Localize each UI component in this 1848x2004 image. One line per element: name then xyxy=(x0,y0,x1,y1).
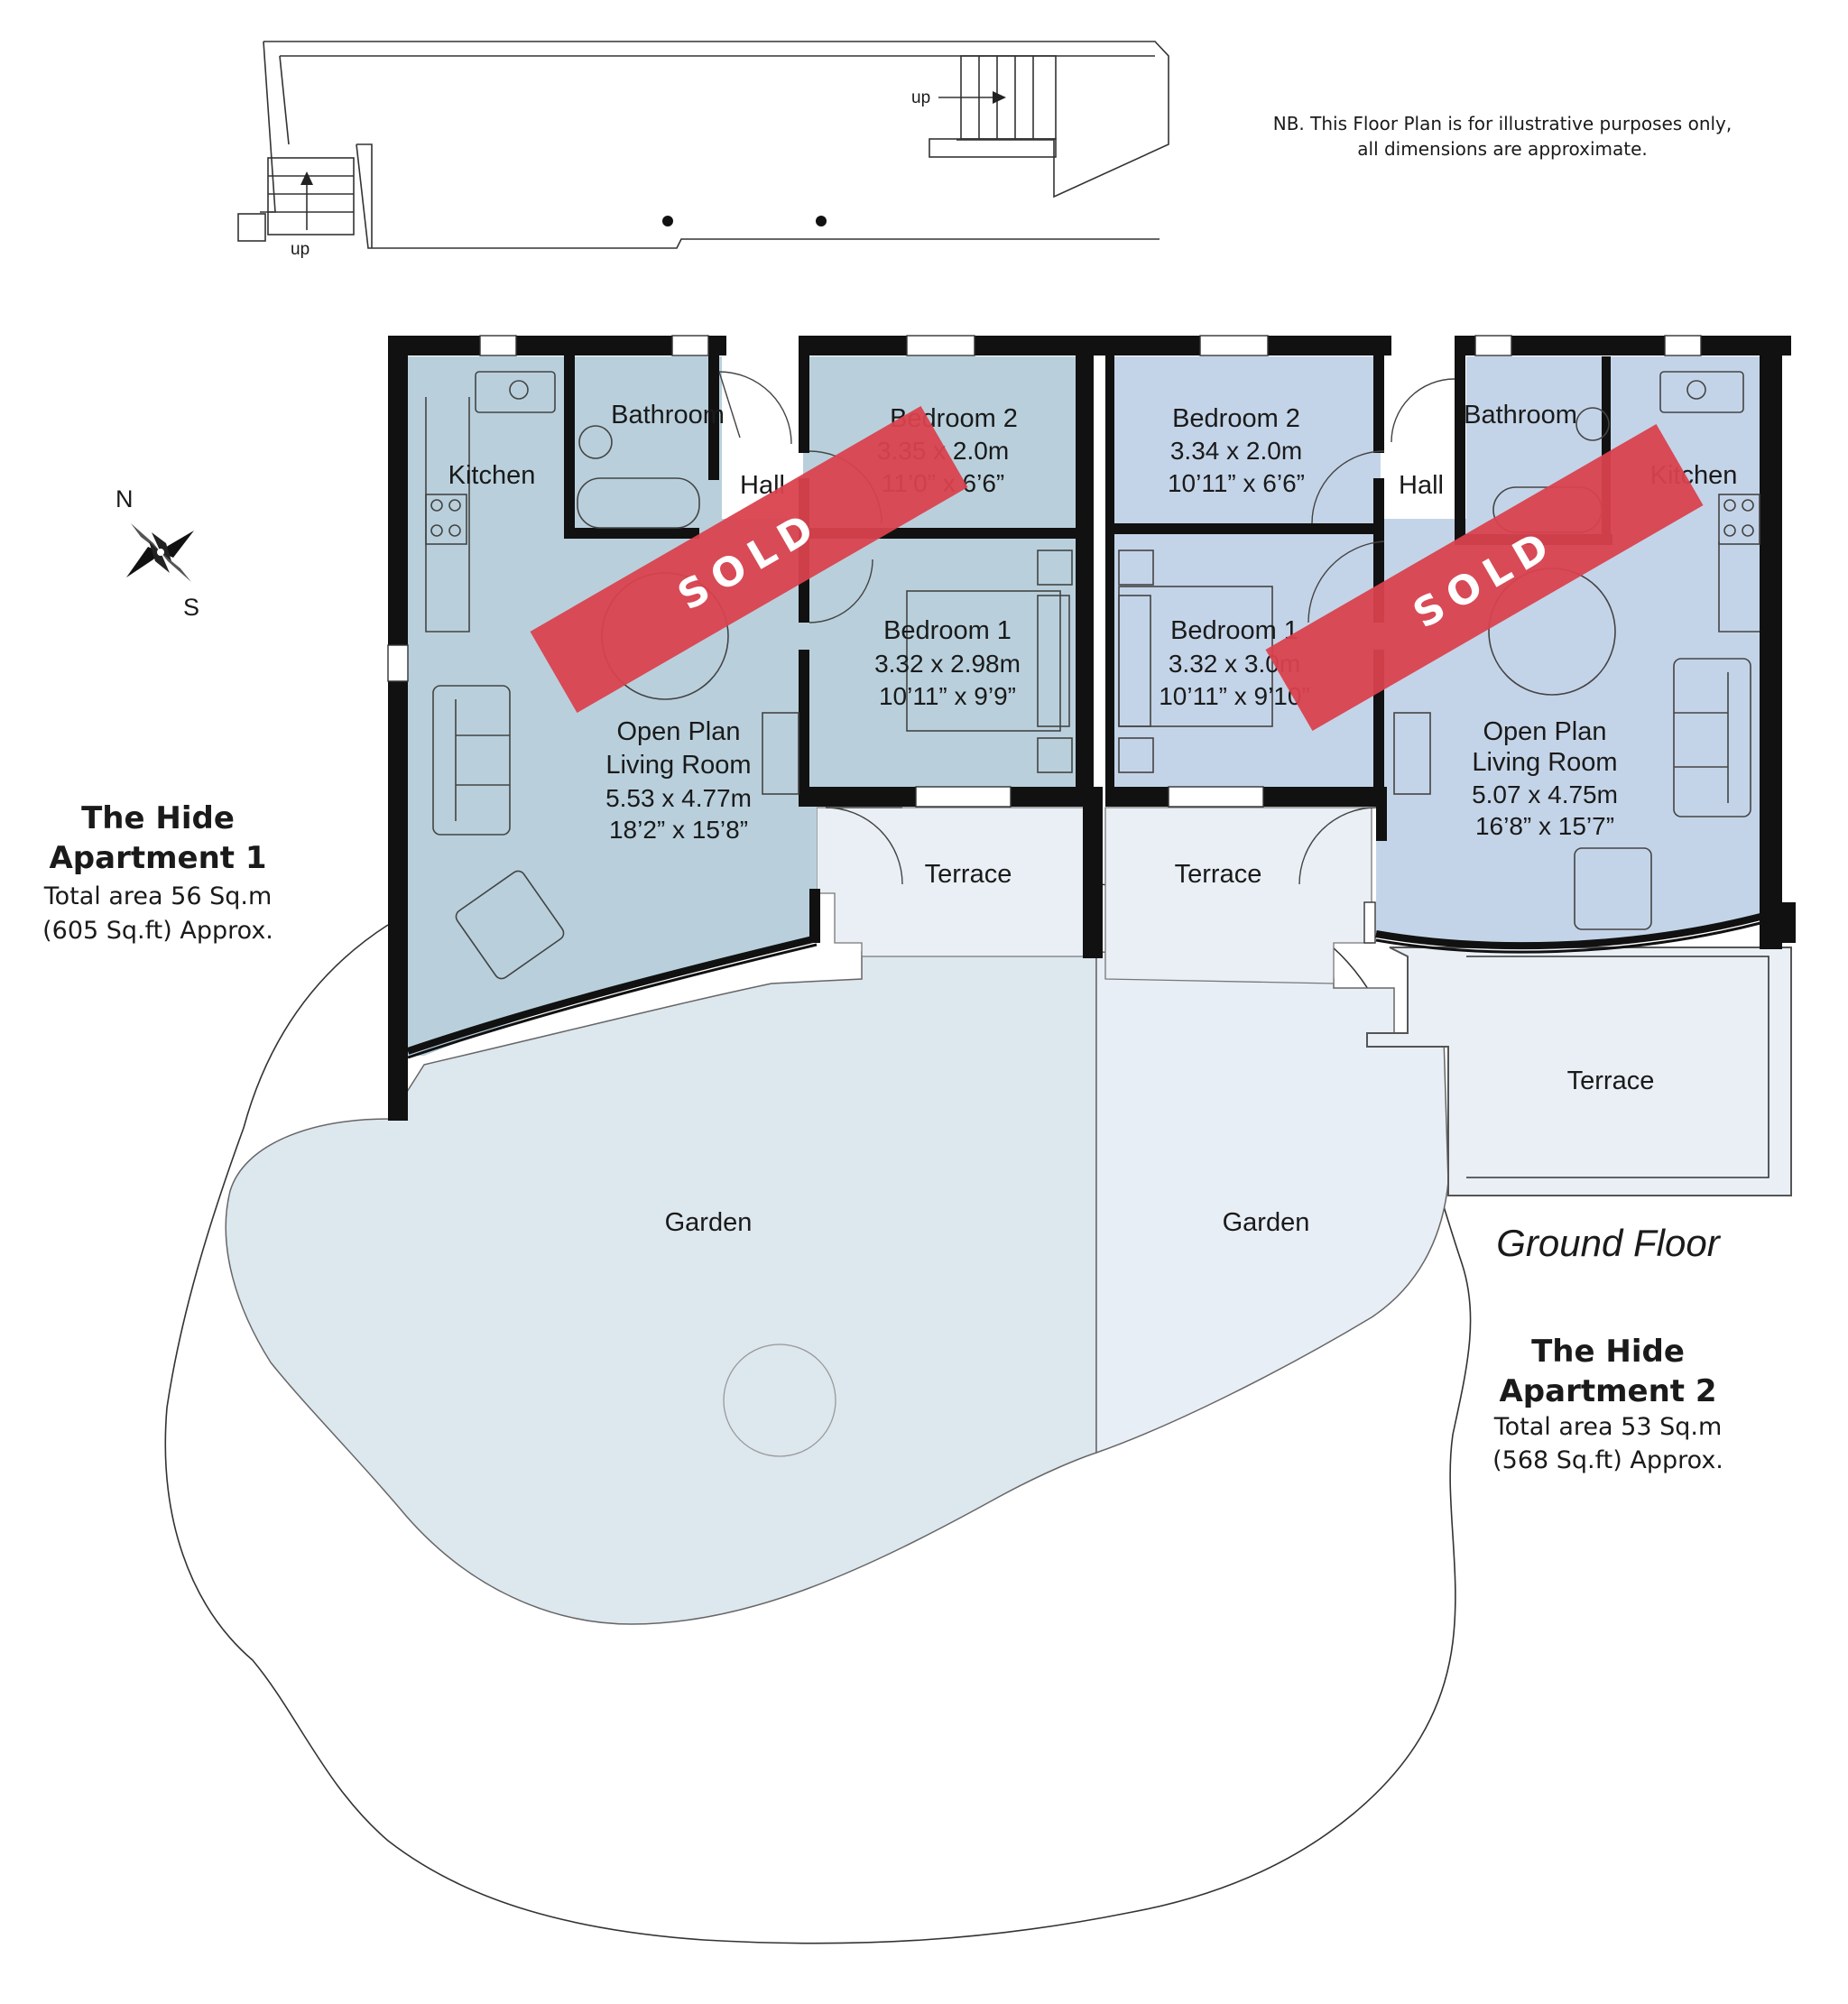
apartment-2-title-line1: The Hide xyxy=(1531,1334,1685,1370)
room-bedroom2-apt2-imperial: 10’11” x 6’6” xyxy=(1168,469,1305,497)
room-bedroom1-apt2-imperial: 10’11” x 9’10” xyxy=(1159,682,1310,710)
room-bathroom-apt1: Bathroom xyxy=(611,401,725,429)
apartment-2-title-line2: Apartment 2 xyxy=(1499,1373,1716,1409)
room-living-apt1-imperial: 18’2” x 15’8” xyxy=(609,816,748,844)
furniture-apartment-1 xyxy=(425,371,1073,980)
windows-apartment-2 xyxy=(1168,335,1702,944)
room-bathroom-apt2: Bathroom xyxy=(1464,401,1577,429)
terrace-apartment-2-side xyxy=(1366,947,1792,1196)
apartment-1-area: Total area 56 Sq.m xyxy=(43,882,273,910)
room-living-apt1-name2: Living Room xyxy=(605,751,751,780)
compass-rose-icon xyxy=(126,523,194,582)
apartment-1-title-line1: The Hide xyxy=(81,800,235,836)
garden-apartment-1 xyxy=(225,951,1097,1625)
disclaimer-line-2: all dimensions are approximate. xyxy=(1357,138,1648,160)
room-living-apt1-metric: 5.53 x 4.77m xyxy=(605,784,752,812)
apartment-1-area-imperial: (605 Sq.ft) Approx. xyxy=(42,917,273,945)
terrace-front-label-apt2: Terrace xyxy=(1175,860,1262,889)
compass-north: N xyxy=(116,485,134,513)
room-bedroom1-apt2-name: Bedroom 1 xyxy=(1170,616,1298,645)
room-bedroom2-apt2-name: Bedroom 2 xyxy=(1172,404,1300,433)
garden-label-apt1: Garden xyxy=(665,1208,753,1237)
stairs-up-label-top: up xyxy=(911,88,930,107)
room-living-apt2-imperial: 16’8” x 15’7” xyxy=(1475,812,1614,840)
stairs-up-label-left: up xyxy=(291,240,310,259)
room-bedroom1-apt1-metric: 3.32 x 2.98m xyxy=(874,650,1021,678)
terrace-label-apt1: Terrace xyxy=(925,860,1012,889)
room-bedroom1-apt1-imperial: 10’11” x 9’9” xyxy=(879,682,1016,710)
room-living-apt2-metric: 5.07 x 4.75m xyxy=(1472,780,1618,808)
floor-label: Ground Floor xyxy=(1496,1222,1721,1264)
disclaimer-line-1: NB. This Floor Plan is for illustrative … xyxy=(1273,113,1732,134)
garden-feature-circle xyxy=(723,1344,836,1457)
room-hall-apt2: Hall xyxy=(1399,471,1444,500)
windows-apartment-1 xyxy=(387,335,1012,808)
room-bedroom2-apt2-metric: 3.34 x 2.0m xyxy=(1170,437,1302,465)
room-bedroom1-apt1-name: Bedroom 1 xyxy=(883,616,1012,645)
garden-apartment-2 xyxy=(1095,951,1449,1455)
garden-label-apt2: Garden xyxy=(1223,1208,1310,1237)
room-living-apt2-name2: Living Room xyxy=(1472,748,1617,777)
apartment-2-area-imperial: (568 Sq.ft) Approx. xyxy=(1492,1446,1723,1474)
upper-walkway xyxy=(237,41,1169,249)
compass-south: S xyxy=(183,594,199,621)
terrace-apartment-2-front xyxy=(1104,807,1372,984)
room-living-apt2-name1: Open Plan xyxy=(1483,717,1606,746)
room-living-apt1-name1: Open Plan xyxy=(616,717,740,746)
room-kitchen-apt1: Kitchen xyxy=(448,461,536,490)
apartment-2-area: Total area 53 Sq.m xyxy=(1493,1413,1723,1441)
apartment-1-title-line2: Apartment 1 xyxy=(49,840,266,876)
terrace-side-label-apt2: Terrace xyxy=(1567,1067,1655,1095)
